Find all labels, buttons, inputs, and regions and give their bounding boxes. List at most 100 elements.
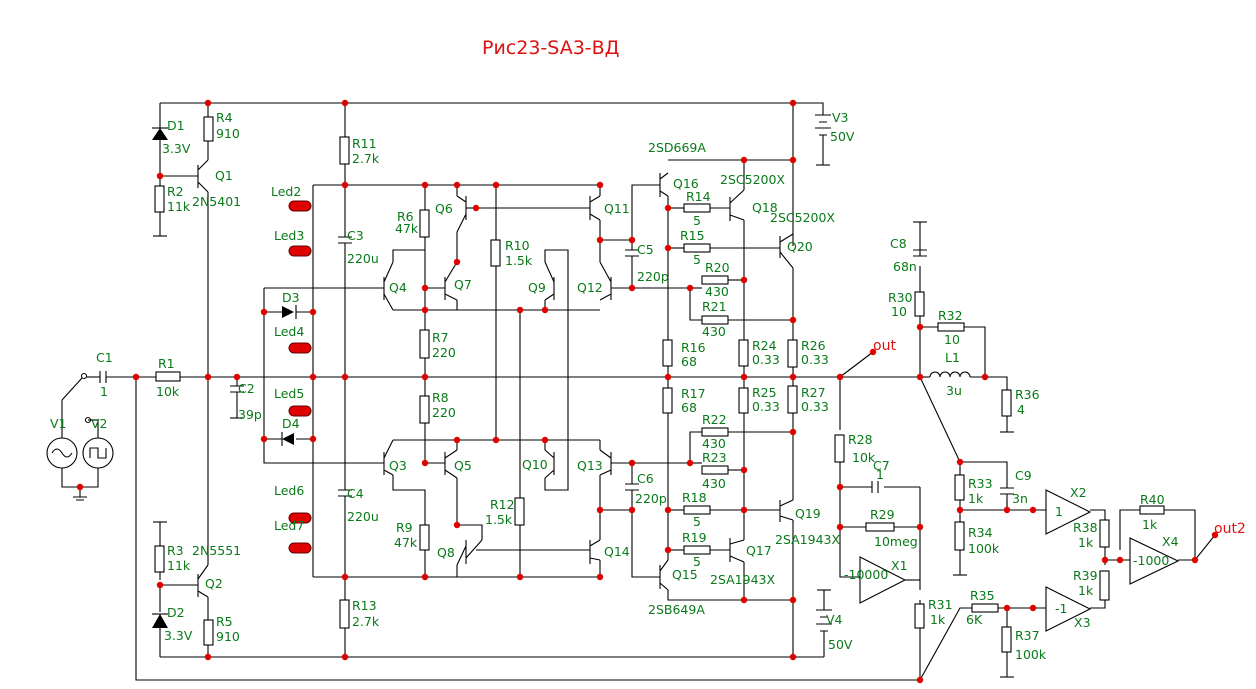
label-c1: C1 xyxy=(96,350,113,365)
label-r8: R8 xyxy=(432,390,449,405)
label-r25: R25 xyxy=(752,385,777,400)
label-q1: Q1 xyxy=(215,168,233,183)
inductor xyxy=(929,371,971,378)
label-r16-value: 68 xyxy=(681,354,697,369)
label-q11: Q11 xyxy=(604,201,630,216)
label-c8: C8 xyxy=(890,236,907,251)
label-q16-type: 2SD669A xyxy=(648,140,706,155)
resistors xyxy=(154,116,1165,653)
label-r40: R40 xyxy=(1140,492,1165,507)
label-x1-gain: -10000 xyxy=(844,567,888,582)
label-q15: Q15 xyxy=(672,567,698,582)
label-r38: R38 xyxy=(1073,520,1098,535)
label-r28-value: 10k xyxy=(852,450,876,465)
label-r30-value: 10 xyxy=(891,304,907,319)
label-r2-value: 11k xyxy=(167,199,191,214)
label-r15: R15 xyxy=(680,228,705,243)
label-q10: Q10 xyxy=(522,457,548,472)
label-v2: V2 xyxy=(91,416,108,431)
batteries xyxy=(815,114,832,642)
label-r13-value: 2.7k xyxy=(352,614,380,629)
label-r11: R11 xyxy=(352,136,377,151)
label-q20: Q20 xyxy=(787,239,813,254)
label-c2: C2 xyxy=(238,381,255,396)
label-r35: R35 xyxy=(970,588,995,603)
label-r12: R12 xyxy=(490,497,515,512)
label-led3: Led3 xyxy=(274,228,304,243)
label-q4: Q4 xyxy=(389,280,407,295)
label-r32: R32 xyxy=(938,308,963,323)
label-r9: R9 xyxy=(396,520,413,535)
label-r17: R17 xyxy=(681,386,706,401)
label-r24: R24 xyxy=(752,338,777,353)
label-q18-type: 2SC5200X xyxy=(720,172,785,187)
opamps xyxy=(859,489,1180,632)
label-r34-value: 100k xyxy=(968,541,1000,556)
label-r29: R29 xyxy=(870,507,895,522)
label-r27: R27 xyxy=(801,385,826,400)
label-c6: C6 xyxy=(637,471,654,486)
label-d1-value: 3.3V xyxy=(162,141,191,156)
label-q17: Q17 xyxy=(746,543,772,558)
schematic-title: Рис23-SA3-ВД xyxy=(482,37,620,59)
label-r24-value: 0.33 xyxy=(752,352,780,367)
label-led5: Led5 xyxy=(274,386,304,401)
label-c5-value: 220p xyxy=(637,269,669,284)
wires xyxy=(61,102,1216,681)
label-r10: R10 xyxy=(505,238,530,253)
label-out: out xyxy=(873,338,896,354)
label-q9: Q9 xyxy=(528,280,546,295)
label-r4: R4 xyxy=(216,110,233,125)
label-c2-value: 39p xyxy=(238,407,262,422)
label-r5: R5 xyxy=(216,614,233,629)
capacitors xyxy=(99,236,1014,515)
label-d2: D2 xyxy=(167,605,185,620)
label-c9-value: 3n xyxy=(1012,491,1028,506)
label-x4: X4 xyxy=(1162,534,1179,549)
label-c6-value: 220p xyxy=(635,491,667,506)
label-r2: R2 xyxy=(167,184,184,199)
label-r28: R28 xyxy=(848,432,873,447)
label-x3-gain: -1 xyxy=(1055,601,1067,616)
label-q19: Q19 xyxy=(795,506,821,521)
label-q13: Q13 xyxy=(577,458,603,473)
label-q15-type: 2SB649A xyxy=(648,602,705,617)
label-r37: R37 xyxy=(1015,628,1040,643)
label-x2-gain: 1 xyxy=(1055,504,1063,519)
label-r33: R33 xyxy=(968,476,993,491)
label-r18-value: 5 xyxy=(693,514,701,529)
label-r17-value: 68 xyxy=(681,400,697,415)
label-r5-value: 910 xyxy=(216,629,240,644)
label-q2-type: 2N5551 xyxy=(192,543,241,558)
label-c4-value: 220u xyxy=(347,509,379,524)
label-r36: R36 xyxy=(1015,387,1040,402)
label-r36-value: 4 xyxy=(1017,402,1025,417)
label-c7: C7 xyxy=(873,458,890,473)
label-r26: R26 xyxy=(801,338,826,353)
label-r7: R7 xyxy=(432,330,449,345)
label-r31: R31 xyxy=(928,597,953,612)
label-c1-value: 1 xyxy=(100,384,108,399)
label-r19: R19 xyxy=(682,530,707,545)
label-r1: R1 xyxy=(158,356,175,371)
label-r39: R39 xyxy=(1073,568,1098,583)
label-r37-value: 100k xyxy=(1015,647,1047,662)
label-v4: V4 xyxy=(826,612,843,627)
label-r20-value: 430 xyxy=(705,284,729,299)
label-c9: C9 xyxy=(1015,468,1032,483)
label-r26-value: 0.33 xyxy=(801,352,829,367)
label-v4-value: 50V xyxy=(828,637,853,652)
diodes xyxy=(152,127,297,628)
label-v1: V1 xyxy=(50,416,67,431)
label-r32-value: 10 xyxy=(944,332,960,347)
label-r3: R3 xyxy=(167,543,184,558)
label-r22-value: 430 xyxy=(702,436,726,451)
label-r6-value: 47k xyxy=(395,221,419,236)
label-r8-value: 220 xyxy=(432,405,456,420)
leds xyxy=(288,200,312,554)
label-r4-value: 910 xyxy=(216,126,240,141)
label-r40-value: 1k xyxy=(1142,517,1158,532)
label-r3-value: 11k xyxy=(167,558,191,573)
label-r22: R22 xyxy=(702,412,727,427)
